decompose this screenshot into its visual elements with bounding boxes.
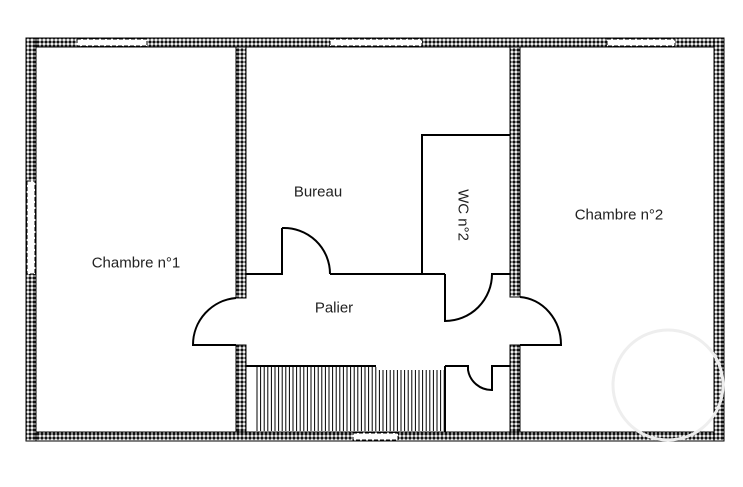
staircase [256, 367, 445, 431]
room-label-palier: Palier [314, 299, 354, 317]
closet-door [445, 365, 510, 392]
room-label-bureau: Bureau [293, 183, 343, 201]
wall-inner-left-upper [235, 46, 247, 299]
watermark [611, 328, 725, 442]
walls [25, 37, 725, 442]
window [26, 180, 36, 275]
stair-wall [246, 365, 446, 432]
bureau-door [281, 226, 332, 275]
room-label-wc-2: WC n°2 [454, 189, 472, 241]
wc-door [444, 273, 510, 323]
window [606, 38, 676, 47]
bureau-wall [246, 228, 445, 275]
wall-inner-left-lower [235, 344, 247, 433]
windows [26, 38, 676, 441]
room-label-chambre-2: Chambre n°2 [574, 206, 664, 224]
partitions [191, 134, 563, 432]
wall-right [713, 37, 725, 442]
window [352, 432, 399, 441]
wall-inner-right-upper [509, 46, 521, 298]
window [329, 38, 423, 47]
wall-inner-right-lower [509, 344, 521, 433]
wc-wall [421, 134, 510, 274]
room-label-chambre-1: Chambre n°1 [91, 254, 181, 272]
window [76, 38, 148, 47]
chambre-1-door [191, 297, 237, 346]
chambre-2-door [519, 296, 563, 346]
